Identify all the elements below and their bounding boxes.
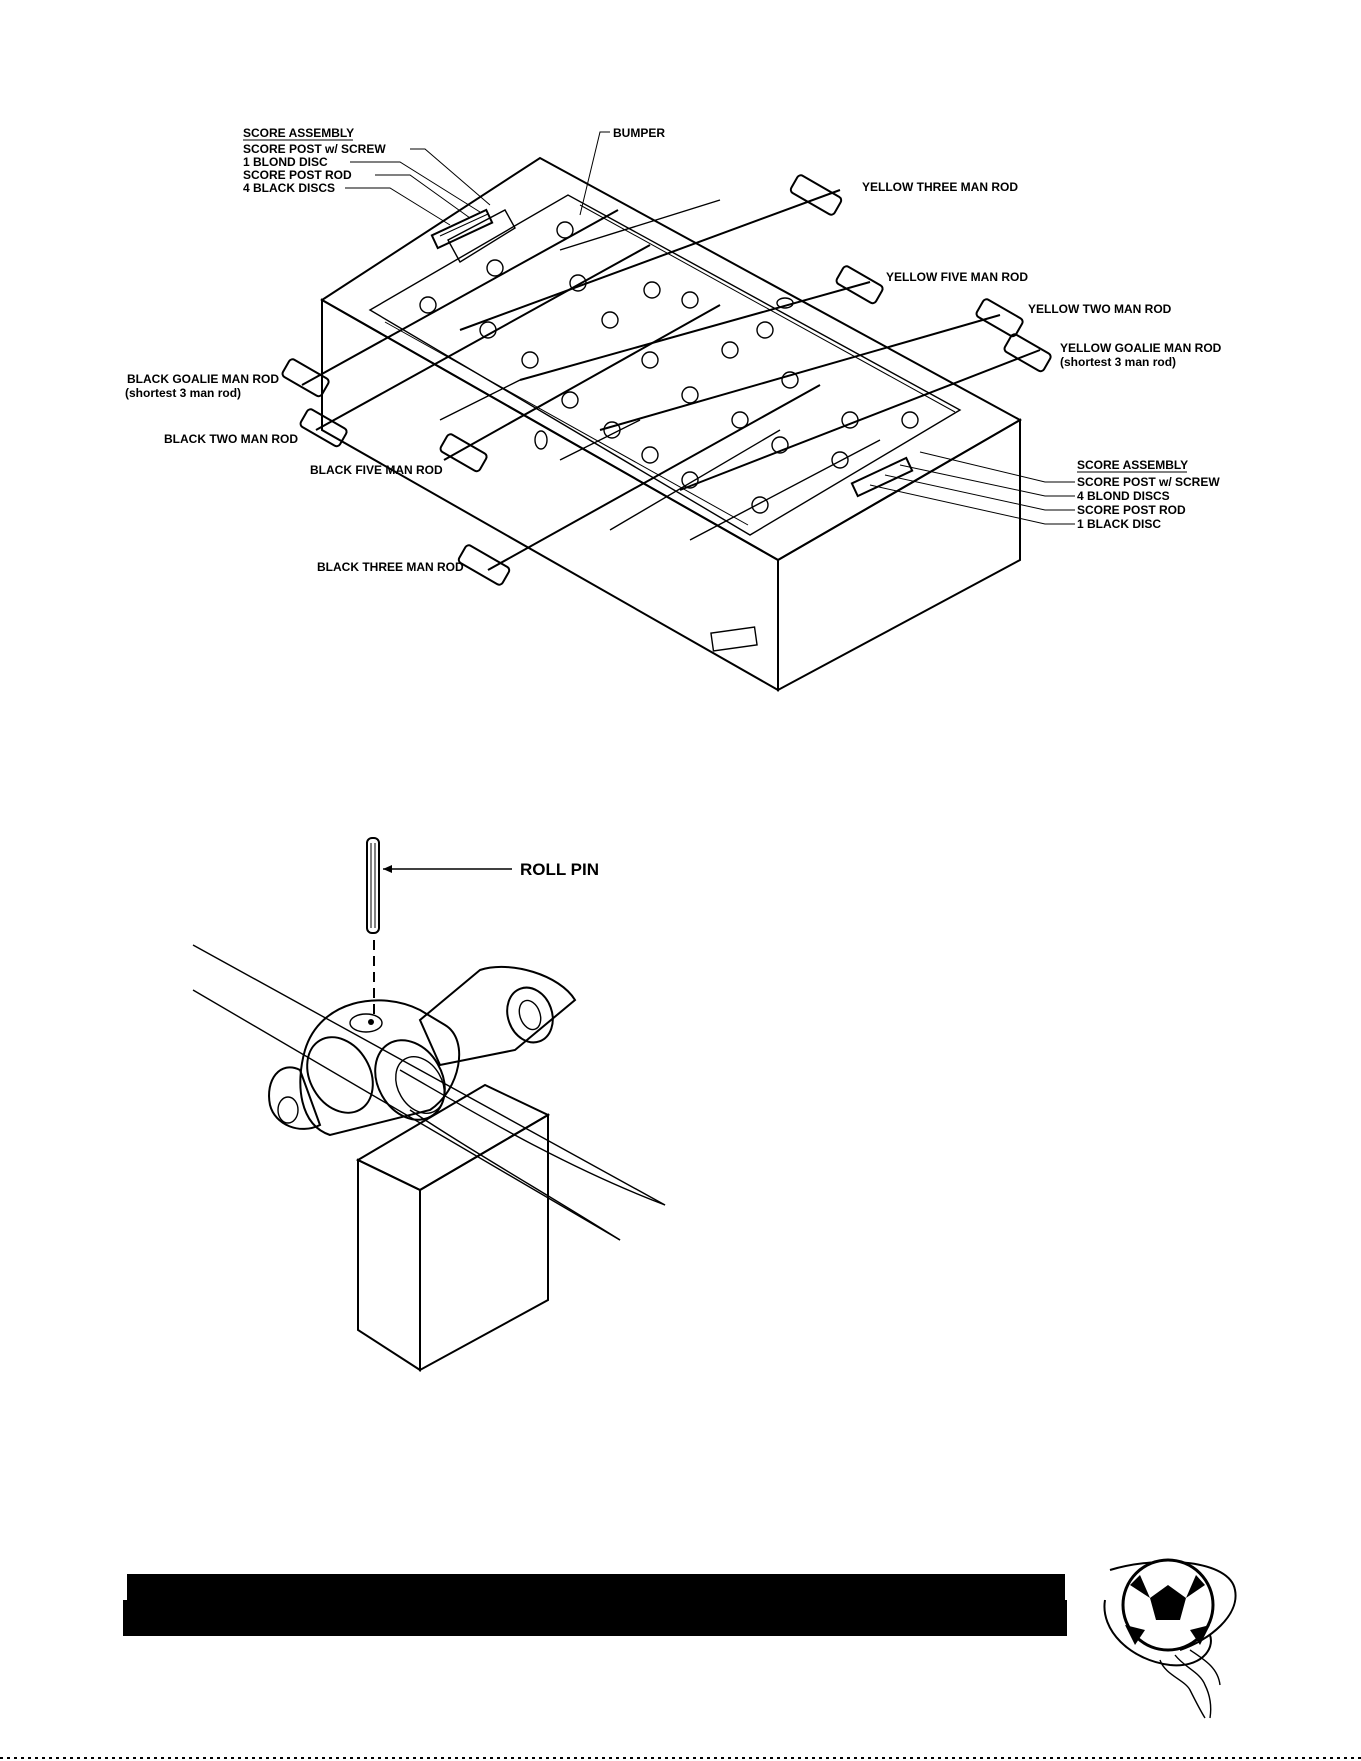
black-rod-labels: BLACK GOALIE MAN ROD (shortest 3 man rod…	[125, 372, 464, 574]
label-yellow-goalie-note: (shortest 3 man rod)	[1060, 355, 1176, 369]
bottom-right-score-labels: SCORE ASSEMBLY SCORE POST w/ SCREW 4 BLO…	[869, 451, 1220, 531]
footer-banner	[123, 1574, 1067, 1636]
rods	[301, 189, 1041, 571]
label-yellow-goalie: YELLOW GOALIE MAN ROD	[1060, 341, 1222, 355]
foosball-table-diagram	[281, 156, 1052, 692]
player-figures	[419, 221, 919, 514]
label-black-goalie-note: (shortest 3 man rod)	[125, 386, 241, 400]
support-block	[355, 1083, 551, 1372]
score-item: 4 BLACK DISCS	[243, 181, 335, 195]
label-yellow-three: YELLOW THREE MAN ROD	[862, 180, 1018, 194]
svg-text:BUMPER: BUMPER	[613, 126, 665, 140]
score-item: 1 BLOND DISC	[243, 155, 328, 169]
score-post-top	[430, 208, 494, 250]
score-item: SCORE POST ROD	[1077, 503, 1186, 517]
label-black-five: BLACK FIVE MAN ROD	[310, 463, 443, 477]
roll-pin	[366, 837, 380, 934]
score-item: SCORE POST ROD	[243, 168, 352, 182]
label-black-goalie: BLACK GOALIE MAN ROD	[127, 372, 279, 386]
foosman-hub	[268, 965, 577, 1137]
score-item: 1 BLACK DISC	[1077, 517, 1161, 531]
table-cabinet	[320, 156, 1023, 692]
score-post-bottom	[850, 456, 914, 498]
roll-pin-detail-diagram: ROLL PIN	[192, 837, 666, 1372]
roll-pin-label: ROLL PIN	[520, 860, 599, 879]
score-assembly-heading-top: SCORE ASSEMBLY	[243, 126, 354, 140]
soccer-ball-tornado-icon	[1103, 1558, 1237, 1719]
top-left-score-labels: SCORE ASSEMBLY SCORE POST w/ SCREW 1 BLO…	[243, 126, 491, 226]
score-assembly-heading-bottom: SCORE ASSEMBLY	[1077, 458, 1188, 472]
score-item: SCORE POST w/ SCREW	[1077, 475, 1220, 489]
yellow-rod-labels: YELLOW THREE MAN ROD YELLOW FIVE MAN ROD…	[862, 180, 1222, 369]
rod-black-goalie	[301, 209, 619, 386]
label-yellow-five: YELLOW FIVE MAN ROD	[886, 270, 1028, 284]
rod-handles	[281, 174, 1052, 586]
bumper-label: BUMPER	[579, 126, 665, 216]
label-black-three: BLACK THREE MAN ROD	[317, 560, 464, 574]
label-black-two: BLACK TWO MAN ROD	[164, 432, 298, 446]
score-item: 4 BLOND DISCS	[1077, 489, 1170, 503]
score-item: SCORE POST w/ SCREW	[243, 142, 386, 156]
label-yellow-two: YELLOW TWO MAN ROD	[1028, 302, 1172, 316]
